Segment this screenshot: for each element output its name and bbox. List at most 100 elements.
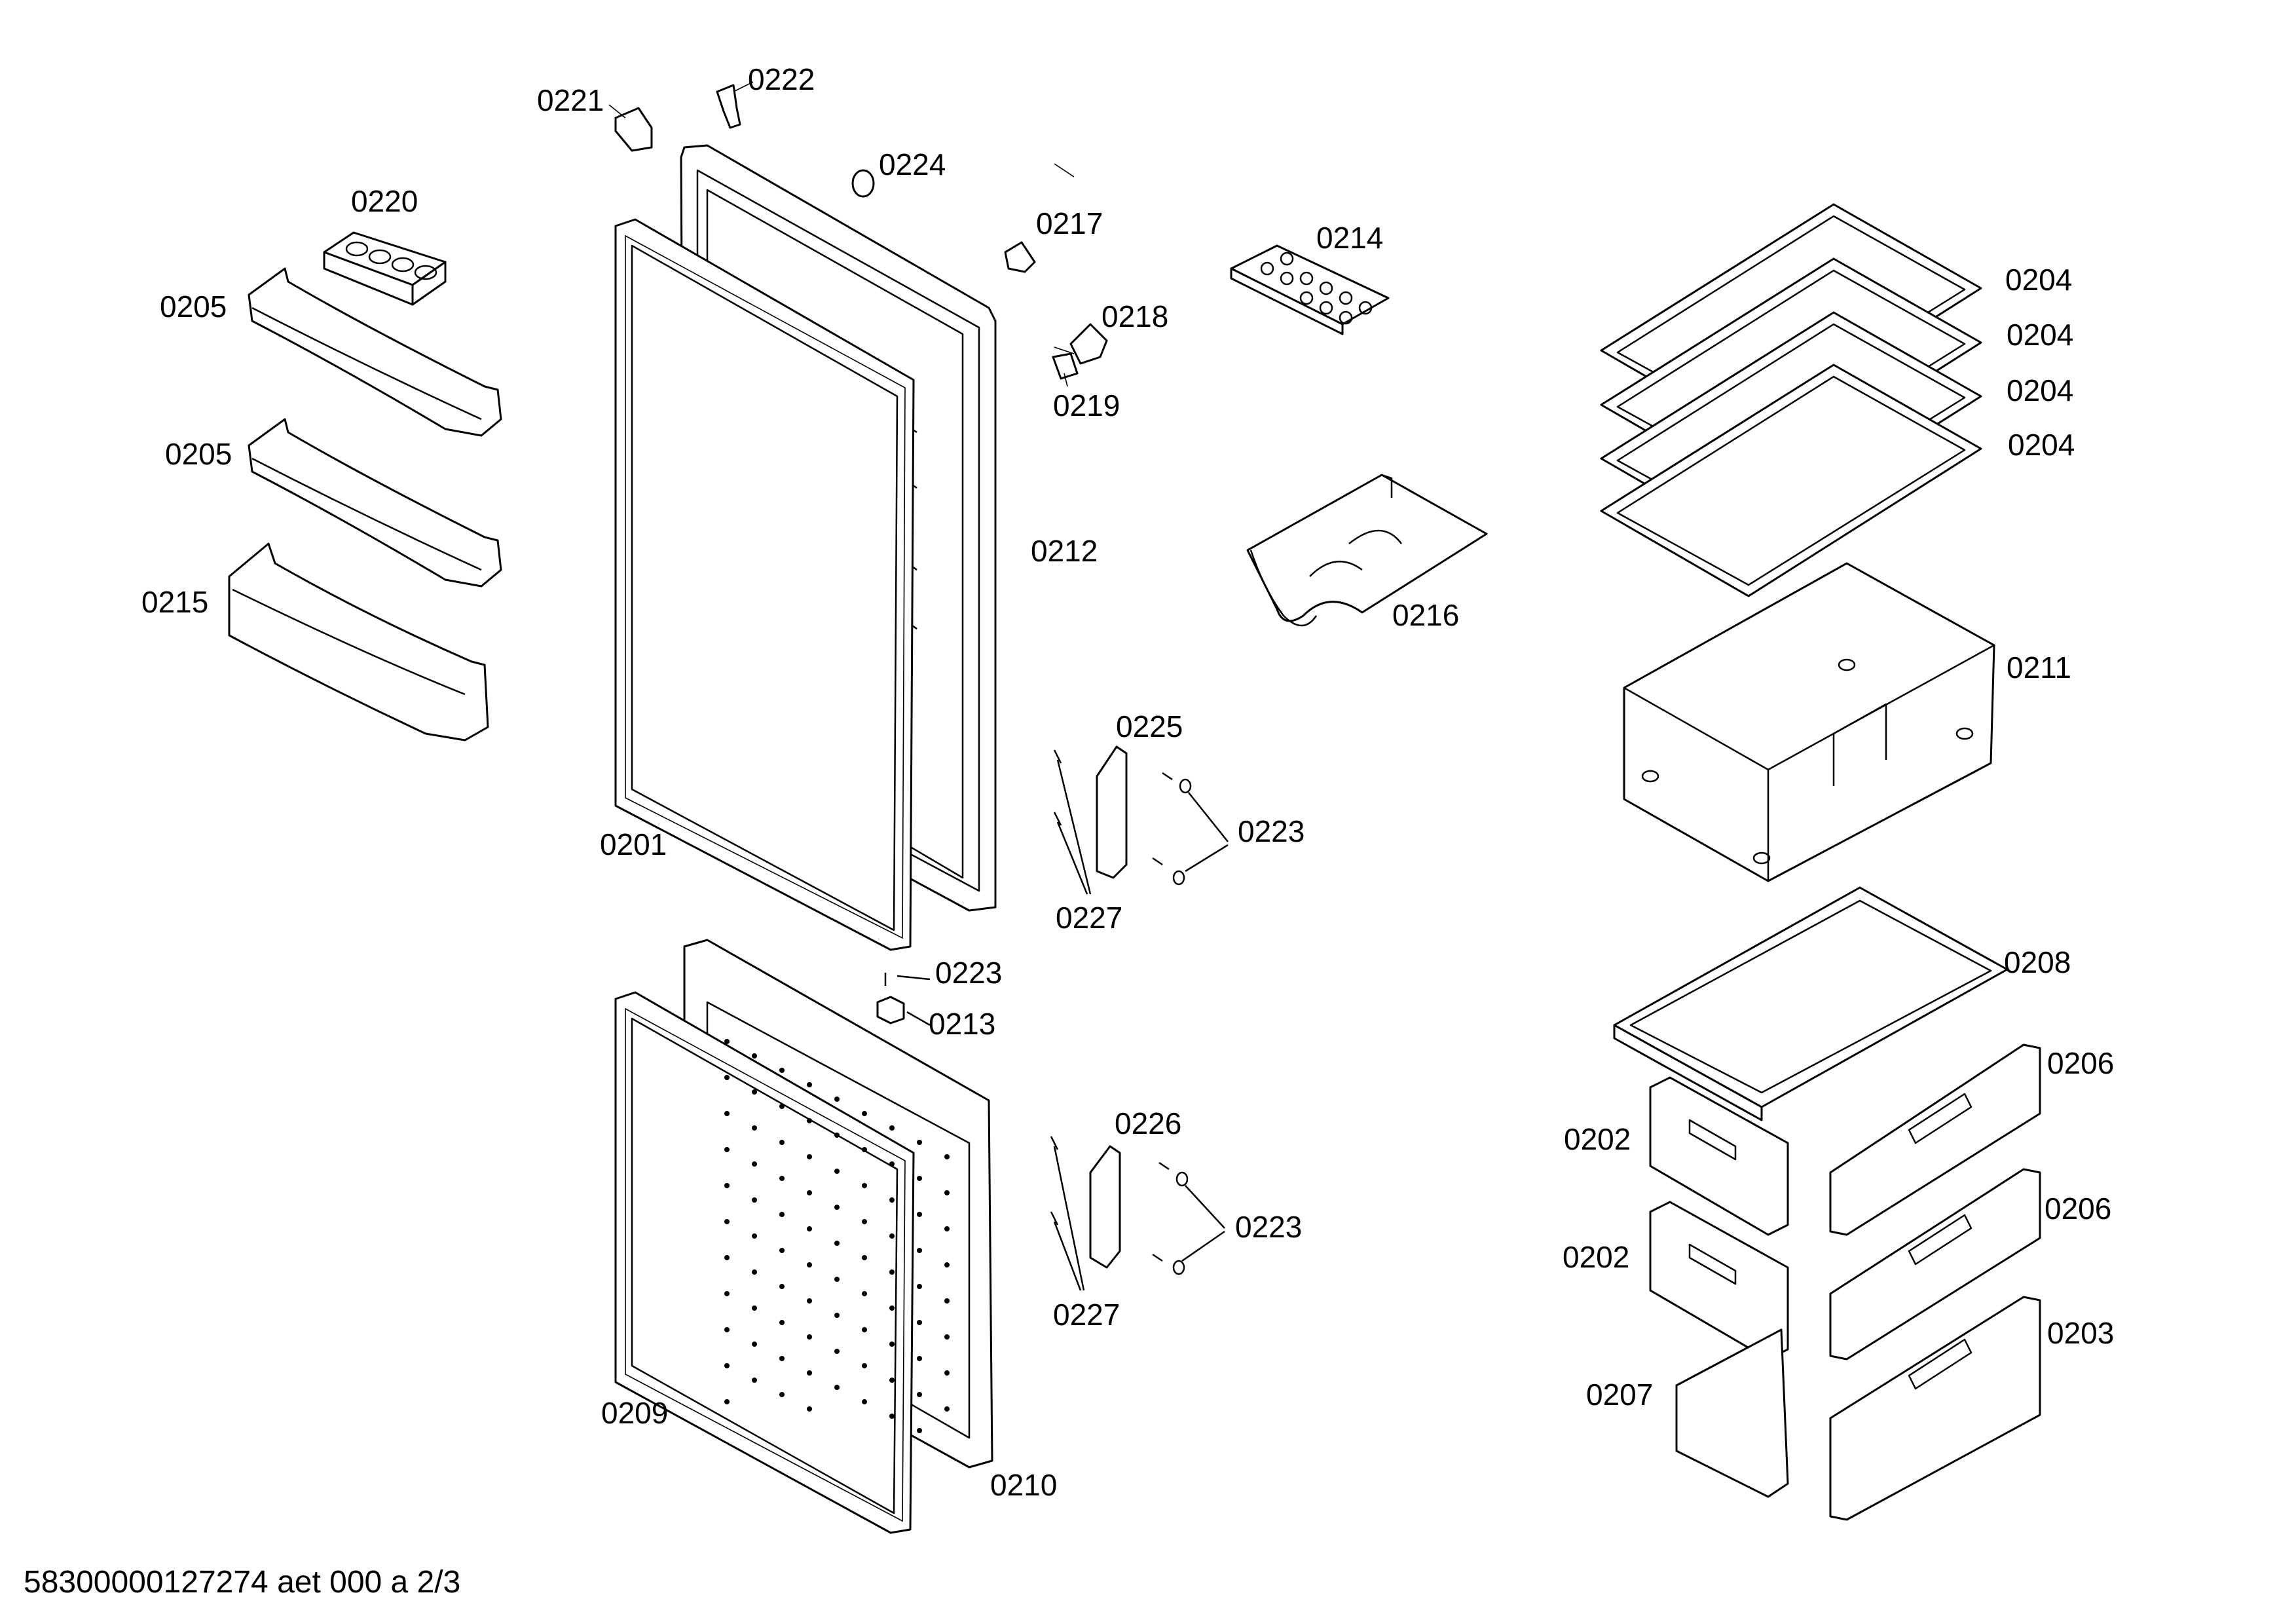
label-0222: 0222 xyxy=(748,62,815,96)
liner-dot xyxy=(834,1205,840,1210)
liner-dot xyxy=(862,1111,867,1116)
part-0209-lower-door-gasket xyxy=(614,991,915,1534)
lower-door-liner-dots xyxy=(724,1039,950,1433)
liner-dot xyxy=(779,1104,785,1109)
liner-dot xyxy=(862,1255,867,1260)
liner-dot xyxy=(889,1233,895,1239)
part-0205-door-shelf-middle xyxy=(248,418,502,588)
liner-dot xyxy=(752,1305,757,1311)
liner-dot xyxy=(944,1262,950,1267)
liner-dot xyxy=(807,1370,812,1376)
liner-dot xyxy=(889,1378,895,1383)
liner-dot xyxy=(779,1068,785,1073)
label-0214: 0214 xyxy=(1316,221,1384,255)
part-0201-upper-door-gasket xyxy=(614,218,915,951)
label-0212: 0212 xyxy=(1031,534,1098,568)
liner-dot xyxy=(917,1284,922,1289)
liner-dot xyxy=(862,1399,867,1404)
part-0207-drawer-bottom xyxy=(1675,1328,1789,1498)
part-0214-ice-cube-tray xyxy=(1230,244,1390,335)
liner-dot xyxy=(752,1342,757,1347)
liner-dot xyxy=(779,1356,785,1361)
liner-dot xyxy=(724,1147,730,1152)
label-0225: 0225 xyxy=(1116,709,1183,743)
ice-cube-cells xyxy=(1260,252,1373,325)
liner-dot xyxy=(889,1269,895,1275)
liner-dot xyxy=(724,1363,730,1368)
label-0220: 0220 xyxy=(351,184,418,218)
part-0202-drawer-upper xyxy=(1649,1076,1789,1236)
liner-dot xyxy=(779,1140,785,1145)
liner-dot xyxy=(917,1392,922,1397)
label-0204-4: 0204 xyxy=(2008,428,2075,462)
part-0221-hinge-cap xyxy=(614,107,653,152)
liner-dot xyxy=(889,1342,895,1347)
liner-dot xyxy=(807,1334,812,1340)
liner-dot xyxy=(917,1176,922,1181)
liner-dot xyxy=(862,1363,867,1368)
part-0202-drawer-middle xyxy=(1649,1201,1789,1361)
liner-dot xyxy=(752,1125,757,1131)
liner-dot xyxy=(917,1140,922,1145)
part-0208-cover-plate xyxy=(1613,886,2009,1121)
label-0204-3: 0204 xyxy=(2007,373,2074,407)
label-0227-lower: 0227 xyxy=(1053,1298,1120,1332)
part-0213-stop-block xyxy=(876,973,931,1026)
liner-dot xyxy=(724,1183,730,1188)
label-0213: 0213 xyxy=(929,1007,996,1041)
label-0215: 0215 xyxy=(141,585,209,619)
document-footer-id: 58300000127274 aet 000 a 2/3 xyxy=(24,1565,461,1600)
part-0217-bracket xyxy=(1004,241,1036,273)
part-0218-bracket xyxy=(1069,323,1108,365)
label-0223-stop: 0223 xyxy=(935,956,1003,990)
liner-dot xyxy=(724,1075,730,1080)
part-0220-egg-tray xyxy=(323,231,447,306)
label-0223-upper: 0223 xyxy=(1238,814,1305,848)
part-0222-hinge xyxy=(716,84,741,129)
liner-dot xyxy=(862,1327,867,1332)
liner-dot xyxy=(752,1378,757,1383)
label-0203: 0203 xyxy=(2047,1316,2115,1350)
label-0226: 0226 xyxy=(1115,1106,1182,1140)
liner-dot xyxy=(834,1349,840,1354)
liner-dot xyxy=(779,1284,785,1289)
liner-dot xyxy=(752,1197,757,1203)
liner-dot xyxy=(752,1233,757,1239)
liner-dot xyxy=(807,1082,812,1087)
liner-dot xyxy=(917,1248,922,1253)
liner-dot xyxy=(724,1327,730,1332)
liner-dot xyxy=(752,1161,757,1167)
liner-dot xyxy=(724,1219,730,1224)
label-0205-upper: 0205 xyxy=(160,290,227,324)
liner-dot xyxy=(834,1313,840,1318)
label-0201: 0201 xyxy=(600,827,667,861)
label-0209: 0209 xyxy=(601,1396,669,1430)
liner-dot xyxy=(724,1399,730,1404)
liner-dot xyxy=(944,1370,950,1376)
part-0204-glass-shelves xyxy=(1600,203,1982,597)
liner-dot xyxy=(944,1406,950,1412)
liner-dot xyxy=(724,1111,730,1116)
liner-dot xyxy=(917,1212,922,1217)
liner-dot xyxy=(889,1161,895,1167)
part-0206-drawer-front-upper xyxy=(1829,1043,2041,1236)
label-0206-upper: 0206 xyxy=(2047,1046,2115,1080)
liner-dot xyxy=(862,1291,867,1296)
label-0208: 0208 xyxy=(2004,945,2071,979)
liner-dot xyxy=(862,1147,867,1152)
liner-dot xyxy=(862,1219,867,1224)
liner-dot xyxy=(862,1183,867,1188)
liner-dot xyxy=(834,1385,840,1390)
liner-dot xyxy=(779,1392,785,1397)
label-0224: 0224 xyxy=(879,147,946,181)
part-0226-handle-lower xyxy=(1089,1145,1121,1269)
label-0207: 0207 xyxy=(1586,1378,1654,1412)
label-0204-1: 0204 xyxy=(2005,263,2073,297)
label-0219: 0219 xyxy=(1053,388,1120,422)
liner-dot xyxy=(752,1089,757,1095)
liner-dot xyxy=(779,1248,785,1253)
part-0219-cover xyxy=(1052,352,1079,380)
label-0223-lower: 0223 xyxy=(1235,1210,1303,1244)
